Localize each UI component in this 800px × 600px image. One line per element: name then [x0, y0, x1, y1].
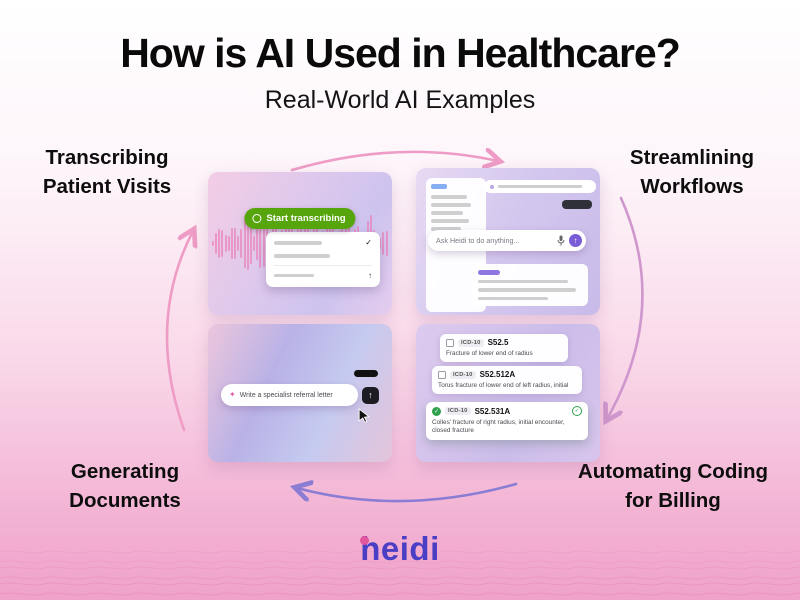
result-tag	[478, 270, 500, 275]
start-transcribing-label: Start transcribing	[266, 213, 346, 224]
page-subtitle: Real-World AI Examples	[264, 86, 536, 114]
heidi-logo-text: heidi	[360, 530, 440, 567]
mouse-cursor-icon	[358, 408, 370, 423]
dropdown-option-upload[interactable]: ↑	[274, 264, 372, 280]
checkbox-icon[interactable]	[438, 370, 446, 379]
dropdown-option[interactable]	[274, 254, 372, 258]
shortcut-chip	[562, 200, 592, 209]
record-icon	[252, 214, 262, 223]
label-automating-coding-billing: Automating Coding for Billing	[577, 460, 769, 512]
suggestion-chip[interactable]	[484, 180, 596, 193]
icd-code-card[interactable]: ICD-10 S52.512A Torus fracture of lower …	[432, 366, 582, 395]
icd-code-card-selected[interactable]: ✓ ICD-10 S52.531A ✓ Colles' fracture of …	[426, 402, 588, 440]
ask-heidi-placeholder: Ask Heidi to do anything...	[436, 236, 520, 245]
code-system-chip: ICD-10	[445, 407, 471, 415]
approved-icon: ✓	[572, 406, 582, 416]
arrow-left	[165, 231, 193, 432]
start-transcribing-button[interactable]: Start transcribing	[244, 208, 356, 229]
page-title: How is AI Used in Healthcare?	[120, 30, 681, 76]
code-description: Fracture of lower end of radius	[446, 349, 533, 357]
code-description: Colles' fracture of right radius, initia…	[432, 418, 565, 435]
result-card	[472, 264, 588, 306]
note-tag	[431, 184, 447, 189]
upload-icon: ↑	[368, 270, 372, 280]
label-streamlining-workflows: Streamlining Workflows	[629, 146, 755, 198]
code-description: Torus fracture of lower end of left radi…	[438, 381, 569, 389]
panel-generating-documents: ✦ Write a specialist referral letter ↑	[208, 324, 392, 462]
selected-check-icon[interactable]: ✓	[432, 406, 441, 416]
transcribe-mode-dropdown[interactable]: ✓ ↑	[266, 232, 380, 287]
label-generating-documents: Generating Documents	[69, 460, 181, 512]
code-value: S52.512A	[479, 370, 516, 379]
checkbox-icon[interactable]	[446, 338, 454, 347]
ask-heidi-input[interactable]: Ask Heidi to do anything... ↑	[428, 230, 586, 251]
send-button[interactable]: ↑	[569, 234, 582, 247]
code-value: S52.5	[487, 338, 509, 347]
sparkle-icon	[490, 184, 494, 189]
check-icon: ✓	[365, 238, 372, 247]
icd-code-card[interactable]: ICD-10 S52.5 Fracture of lower end of ra…	[440, 334, 568, 363]
document-prompt-text: Write a specialist referral letter	[239, 391, 333, 399]
panel-coding: ICD-10 S52.5 Fracture of lower end of ra…	[416, 324, 600, 462]
arrow-bottom	[297, 484, 518, 503]
code-value: S52.531A	[474, 406, 511, 416]
microphone-icon[interactable]	[557, 235, 565, 246]
document-prompt-input[interactable]: ✦ Write a specialist referral letter	[221, 384, 358, 406]
mini-toolbar	[354, 370, 378, 377]
panel-transcribing: Start transcribing ✓ ↑	[208, 172, 392, 315]
generate-button[interactable]: ↑	[362, 386, 379, 404]
ai-sparkle-icon: ✦	[229, 390, 236, 399]
code-system-chip: ICD-10	[450, 370, 476, 379]
panel-workflows: Ask Heidi to do anything... ↑	[416, 168, 600, 315]
arrow-right	[607, 196, 644, 419]
heidi-logo: heidi	[0, 530, 800, 568]
label-transcribing-patient-visits: Transcribing Patient Visits	[42, 146, 172, 198]
code-system-chip: ICD-10	[458, 338, 484, 347]
heidi-logo-accent	[360, 536, 369, 545]
dropdown-option[interactable]: ✓	[274, 239, 372, 247]
